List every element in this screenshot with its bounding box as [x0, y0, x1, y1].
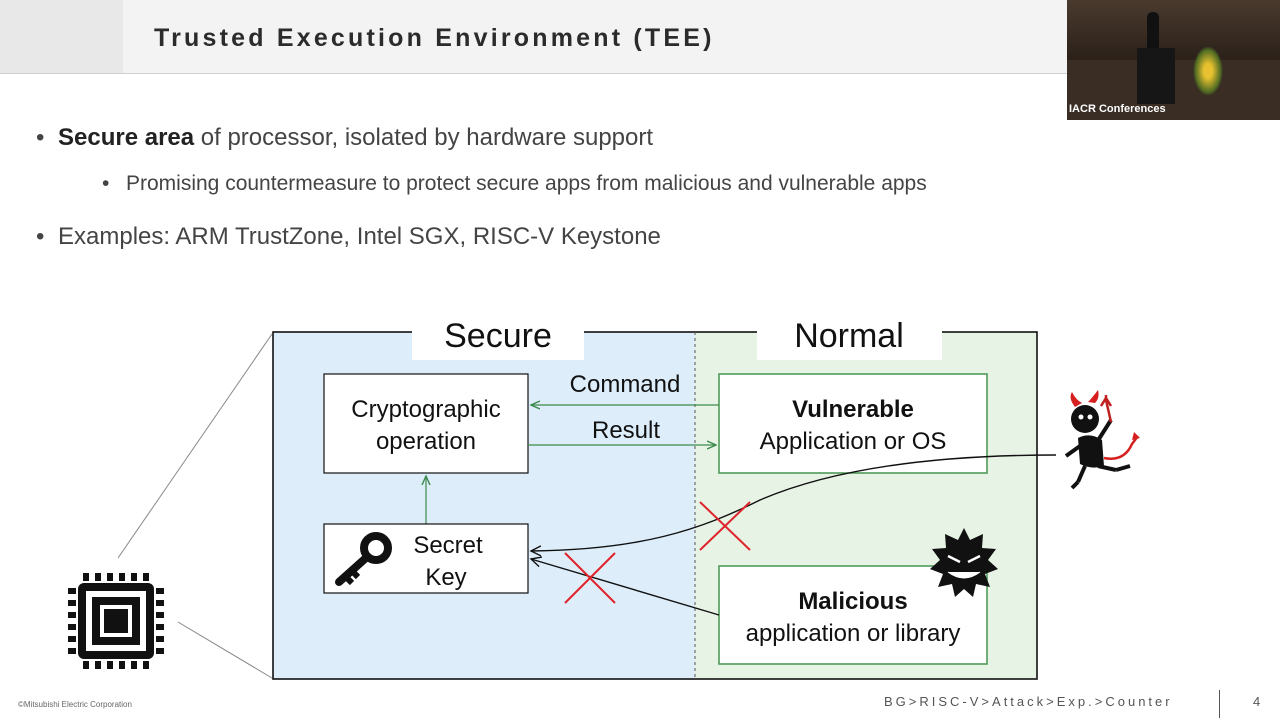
- secure-label-bg: [412, 318, 584, 360]
- bullet-bold-term: Secure area: [58, 124, 195, 151]
- key-icon: [335, 532, 392, 586]
- bullet-text: of processor, isolated by hardware suppo…: [194, 124, 654, 151]
- footer-divider: [1219, 690, 1220, 718]
- bullet-dot: •: [102, 172, 110, 195]
- header-divider: [0, 73, 1067, 74]
- crypto-line-2: operation: [376, 428, 476, 455]
- crypto-operation-box: [323, 373, 529, 474]
- flower-arrangement: [1193, 46, 1223, 96]
- slide-title: Trusted Execution Environment (TEE): [154, 24, 715, 52]
- sub-bullet-countermeasure: • Promising countermeasure to protect se…: [102, 172, 927, 196]
- podium: [1137, 48, 1175, 104]
- cpu-chip-icon: [68, 573, 164, 669]
- vulnerable-app-box: [718, 373, 988, 474]
- header-bar: [123, 0, 1067, 73]
- command-label: Command: [570, 371, 681, 398]
- bullet-text: Examples: ARM TrustZone, Intel SGX, RISC…: [58, 223, 661, 250]
- copyright-footer: ©Mitsubishi Electric Corporation: [18, 700, 132, 709]
- page-number: 4: [1253, 694, 1261, 709]
- devil-icon: [1064, 390, 1140, 490]
- secret-key-box: [323, 523, 529, 594]
- attack-arrow-malicious: [531, 559, 720, 616]
- malicious-title: Malicious: [798, 588, 907, 615]
- crypto-line-1: Cryptographic: [351, 396, 500, 423]
- result-label: Result: [592, 417, 660, 444]
- blocked-cross-icon: [564, 552, 616, 604]
- blocked-cross-icon: [699, 501, 751, 551]
- zoom-line-top: [117, 333, 273, 559]
- bullet-secure-area: • Secure area of processor, isolated by …: [36, 124, 654, 152]
- section-breadcrumb: BG>RISC-V>Attack>Exp.>Counter: [884, 694, 1173, 709]
- secret-key-line-1: Secret: [413, 532, 483, 559]
- normal-label-bg: [757, 318, 942, 360]
- header-accent: [0, 0, 123, 73]
- secret-key-line-2: Key: [425, 564, 466, 591]
- vulnerable-title: Vulnerable: [792, 396, 914, 423]
- attack-arrow-attacker: [531, 454, 1057, 551]
- malware-face-icon: [930, 528, 998, 597]
- vulnerable-subtitle: Application or OS: [760, 428, 947, 455]
- malicious-subtitle: application or library: [746, 620, 961, 647]
- bullet-text: Promising countermeasure to protect secu…: [126, 172, 927, 195]
- secure-label: Secure: [444, 317, 552, 355]
- normal-label: Normal: [794, 317, 904, 355]
- bullet-dot: •: [36, 124, 45, 151]
- tee-outline: [272, 331, 1038, 680]
- speaker-video: IACR Conferences: [1067, 0, 1280, 120]
- zoom-line-bottom: [177, 621, 273, 679]
- bullet-dot: •: [36, 223, 45, 250]
- video-label: IACR Conferences: [1069, 103, 1166, 115]
- bullet-examples: • Examples: ARM TrustZone, Intel SGX, RI…: [36, 223, 661, 251]
- speaker-figure: [1147, 12, 1159, 56]
